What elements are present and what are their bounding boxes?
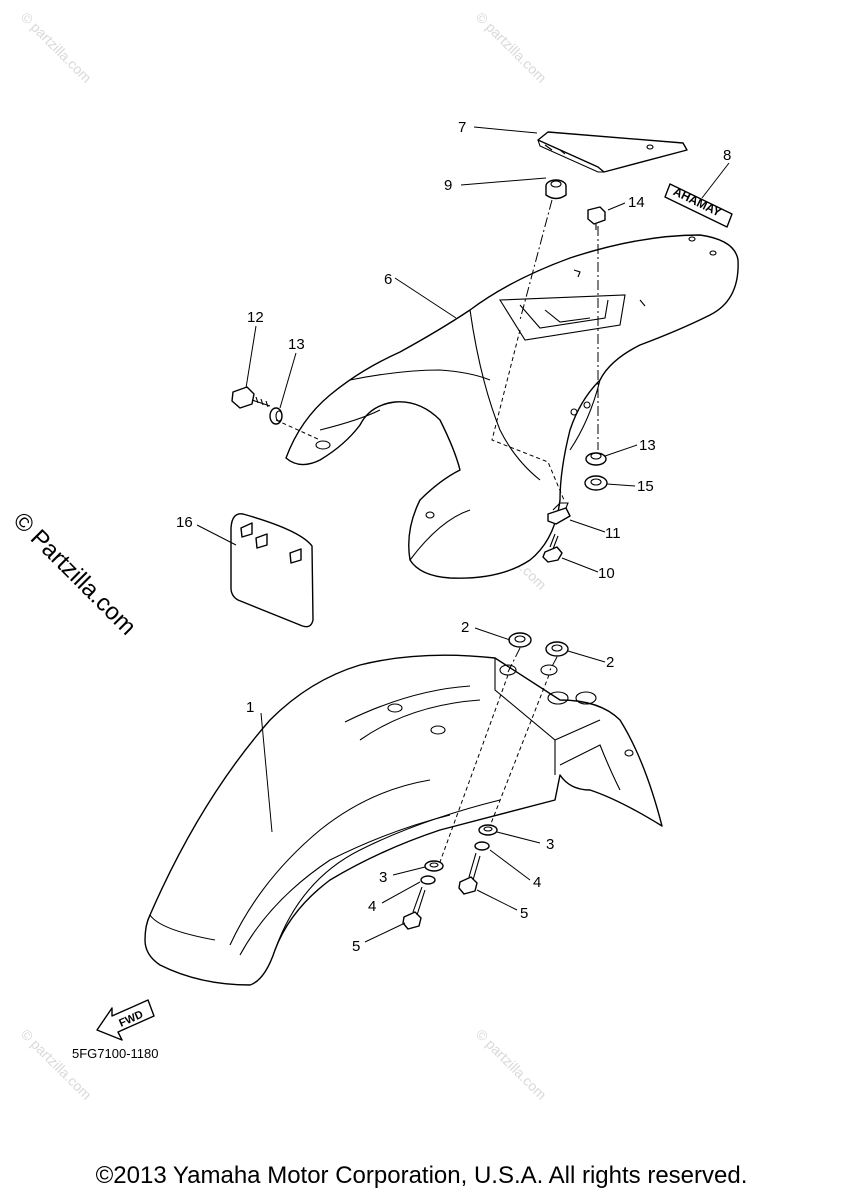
washer-part-3-left [424, 860, 444, 872]
watermark-bottom-left: © partzilla.com [18, 1026, 95, 1103]
callout-6: 6 [384, 271, 392, 288]
bolt-part-5-right [458, 852, 481, 895]
damper-part-2-left [508, 632, 532, 648]
washer-part-3-right [478, 824, 498, 836]
grommet-part-13-right [585, 452, 607, 466]
callout-15: 15 [637, 478, 654, 495]
callout-2-right: 2 [606, 654, 614, 671]
damper-part-2-right [545, 641, 569, 657]
callout-11: 11 [605, 525, 621, 542]
number-plate-part-16 [230, 513, 314, 628]
assembly-lines [275, 199, 599, 863]
callout-14: 14 [628, 194, 645, 211]
callout-13-right: 13 [639, 437, 656, 454]
fwd-arrow: FWD [96, 999, 155, 1041]
leader-lines [196, 126, 730, 943]
callout-12: 12 [247, 309, 264, 326]
emblem-part-8: YAMAHA [664, 183, 733, 228]
grommet-part-13-left [269, 407, 283, 425]
callout-1: 1 [246, 699, 254, 716]
watermark-bottom-center: © partzilla.com [473, 1026, 550, 1103]
callout-8: 8 [723, 147, 731, 164]
callout-7: 7 [458, 119, 466, 136]
callout-4-right: 4 [533, 874, 541, 891]
callout-4-left: 4 [368, 898, 376, 915]
callout-5-right: 5 [520, 905, 528, 922]
diagram-code: 5FG7100-1180 [72, 1046, 159, 1061]
callout-13-left: 13 [288, 336, 305, 353]
bolt-part-10 [542, 533, 563, 563]
callout-3-left: 3 [379, 869, 387, 886]
lock-washer-part-4-right [474, 841, 490, 851]
bolt-part-12 [231, 386, 271, 409]
callout-16: 16 [176, 514, 193, 531]
rear-fender-part-6 [285, 234, 739, 579]
damper-part-9 [545, 179, 567, 200]
bolt-part-14 [587, 206, 606, 230]
front-fender-part-1 [144, 654, 663, 986]
callout-10: 10 [598, 565, 615, 582]
cover-part-7 [537, 131, 688, 173]
collar-part-11 [547, 502, 571, 525]
callout-3-right: 3 [546, 836, 554, 853]
callouts: 1 2 2 3 3 4 4 5 5 6 7 8 9 10 11 12 13 13… [176, 119, 731, 955]
watermark-top-left: © partzilla.com [18, 9, 95, 86]
callout-2-left: 2 [461, 619, 469, 636]
callout-5-left: 5 [352, 938, 360, 955]
nut-part-15 [584, 475, 608, 491]
watermark-top-center: © partzilla.com [473, 9, 550, 86]
side-watermark: © Partzilla.com [8, 507, 141, 640]
copyright-notice: ©2013 Yamaha Motor Corporation, U.S.A. A… [95, 1162, 748, 1189]
bolt-part-5-left [402, 886, 426, 930]
callout-9: 9 [444, 177, 452, 194]
lock-washer-part-4-left [420, 875, 436, 885]
